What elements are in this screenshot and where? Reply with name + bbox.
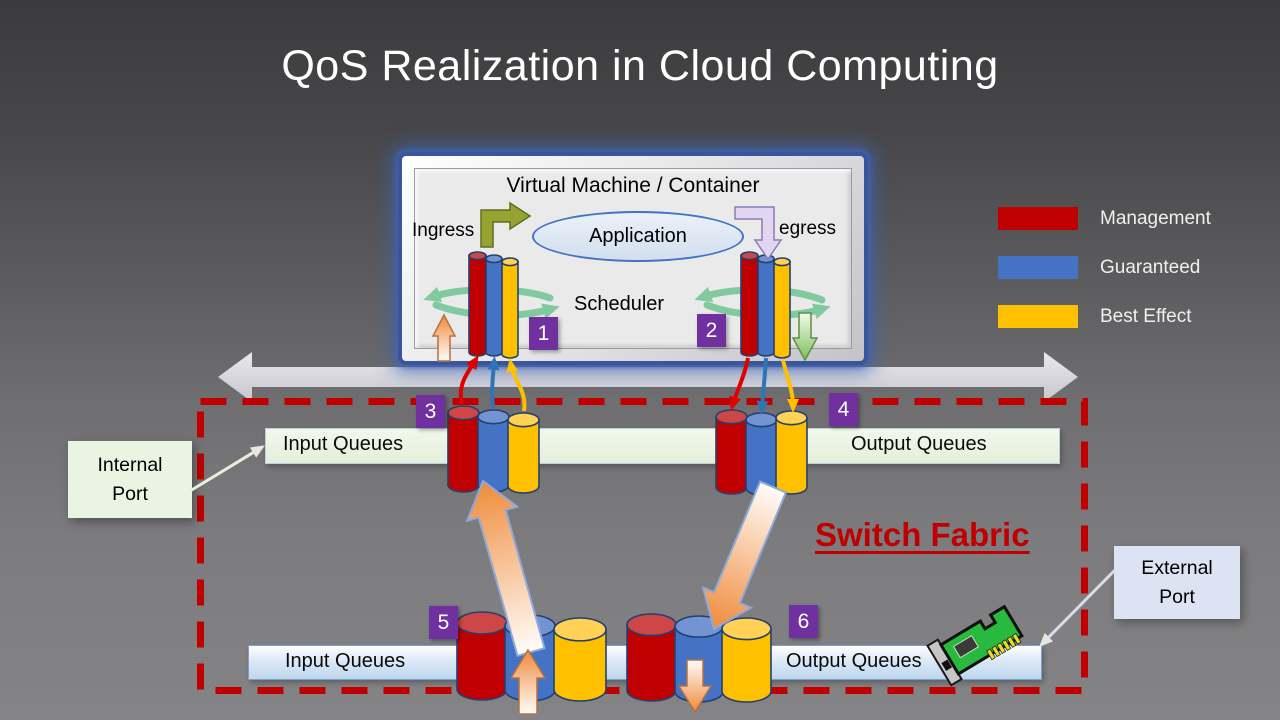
step-badge-2: 2 [697,314,726,347]
output-queues-label-top: Output Queues [851,433,987,455]
queue-cylinders [447,251,808,703]
step-badge-3: 3 [416,395,445,428]
egress-label: egress [779,218,837,239]
step-badge-6: 6 [789,605,818,638]
internal-port-box: Internal Port [68,441,192,518]
queue-cylinder-blue [757,254,775,357]
queue-cylinder-yellow [773,257,791,359]
nic-icon [926,604,1024,687]
queue-cylinder-red [447,405,480,493]
best-effect-color-swatch [998,305,1078,328]
application-ellipse: Application [532,211,744,262]
output-queues-label-bottom: Output Queues [786,650,922,672]
queue-cylinder-red [715,409,748,495]
step-badge-5: 5 [429,606,458,639]
egress-queue-arrows [729,357,799,415]
fabric-up-arrow-icon [465,479,546,658]
legend: Management Guaranteed Best Effect [998,207,1211,354]
queue-cylinder-blue [485,254,503,357]
queue-cylinder-red [468,251,487,357]
vm-ingress-up-arrow-icon [431,313,457,362]
legend-row-management: Management [998,207,1211,230]
bottom-ingress-up-arrow-icon [509,648,547,715]
internal-port-connector [189,445,265,493]
fabric-down-arrow-icon [701,480,788,631]
queue-cylinder-yellow [501,257,519,359]
input-queues-label-bottom: Input Queues [285,650,406,672]
guaranteed-label: Guaranteed [1100,256,1201,278]
input-queues-label-top: Input Queues [283,433,404,455]
external-port-label: External Port [1141,557,1213,608]
management-color-swatch [998,207,1078,230]
internal-port-label: Internal Port [97,454,163,505]
ingress-label: Ingress [412,220,475,241]
management-label: Management [1100,207,1211,229]
external-port-connector [1039,568,1117,647]
queue-cylinder-red [626,613,677,702]
legend-row-best-effect: Best Effect [998,305,1211,328]
queue-cylinder-red [740,251,759,357]
scheduler-label: Scheduler [574,293,665,315]
egress-arrow-icon [734,206,783,261]
page-title: QoS Realization in Cloud Computing [281,42,999,90]
queue-cylinder-yellow [775,410,808,495]
step-badge-4: 4 [829,393,858,426]
ingress-arrow-icon [480,201,532,248]
vm-egress-down-arrow-icon [791,312,819,362]
step-badge-1: 1 [529,317,558,350]
queue-cylinder-yellow [507,412,540,494]
queue-cylinder-red [456,611,508,701]
guaranteed-color-swatch [998,256,1078,279]
bottom-egress-down-arrow-icon [677,659,713,714]
bus-double-arrow-icon [218,352,1078,402]
switch-fabric-label: Switch Fabric [815,516,1030,553]
external-port-box: External Port [1114,546,1240,619]
queue-cylinder-yellow [553,617,607,702]
top-queues-bar: Input Queues Output Queues [265,428,1060,464]
application-label: Application [589,225,687,247]
ingress-queue-arrows [458,355,527,412]
vm-title: Virtual Machine / Container [506,174,760,197]
best-effect-label: Best Effect [1100,305,1192,327]
queue-cylinder-yellow [721,617,772,703]
legend-row-guaranteed: Guaranteed [998,256,1211,279]
